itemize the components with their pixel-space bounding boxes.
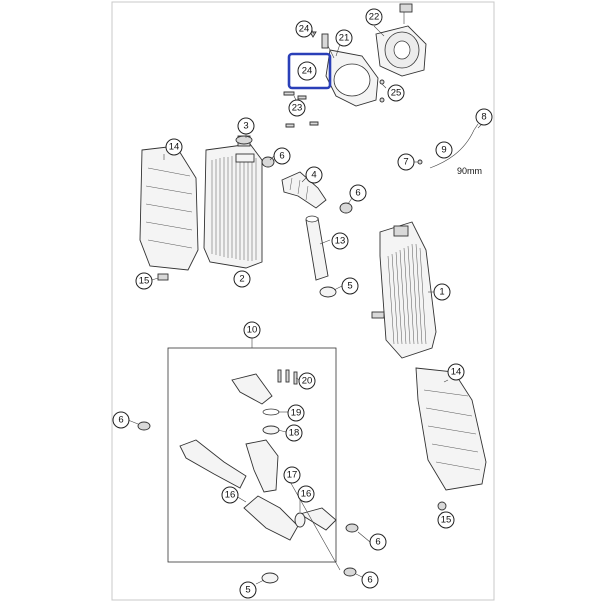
- callout-5-lower[interactable]: 5: [239, 581, 257, 599]
- hose-clamps: [261, 156, 353, 298]
- svg-text:7: 7: [403, 157, 408, 168]
- hose-length-label: 90mm: [457, 166, 482, 176]
- svg-text:6: 6: [355, 188, 360, 199]
- right-radiator: [371, 221, 437, 359]
- svg-text:18: 18: [289, 428, 300, 439]
- callout-6-mid[interactable]: 6: [349, 184, 367, 202]
- guard-screw: [437, 501, 447, 511]
- callout-19[interactable]: 19: [287, 404, 305, 422]
- svg-text:15: 15: [139, 276, 150, 287]
- callout-16-left[interactable]: 16: [221, 486, 239, 504]
- callout-7[interactable]: 7: [397, 153, 415, 171]
- callout-6-kit-left[interactable]: 6: [112, 411, 130, 429]
- diagram-frame: [111, 1, 495, 601]
- svg-text:16: 16: [301, 489, 312, 500]
- svg-text:16: 16: [225, 490, 236, 501]
- callout-24-top[interactable]: 24: [295, 20, 313, 38]
- svg-text:20: 20: [302, 376, 313, 387]
- svg-text:17: 17: [287, 470, 298, 481]
- svg-text:9: 9: [441, 145, 446, 156]
- callout-15-right[interactable]: 15: [437, 511, 455, 529]
- callout-25[interactable]: 25: [387, 84, 405, 102]
- svg-text:15: 15: [441, 515, 452, 526]
- callout-2[interactable]: 2: [233, 270, 251, 288]
- svg-text:25: 25: [391, 88, 402, 99]
- callout-16-right[interactable]: 16: [297, 485, 315, 503]
- kit-clamps: [137, 421, 359, 584]
- callout-14-right[interactable]: 14: [447, 363, 465, 381]
- callout-10[interactable]: 10: [243, 321, 261, 339]
- callout-18[interactable]: 18: [285, 424, 303, 442]
- left-radiator: [203, 135, 263, 269]
- callout-13[interactable]: 13: [331, 232, 349, 250]
- left-radiator-guard: [139, 145, 199, 271]
- fan-shroud: [321, 33, 379, 107]
- callout-24-highlighted[interactable]: 24: [297, 61, 317, 81]
- svg-text:13: 13: [335, 236, 346, 247]
- callout-21[interactable]: 21: [335, 29, 353, 47]
- callout-8[interactable]: 8: [475, 108, 493, 126]
- highlighted-callout-box: [287, 52, 332, 90]
- callout-9[interactable]: 9: [435, 141, 453, 159]
- callout-1[interactable]: 1: [433, 283, 451, 301]
- callout-5-upper[interactable]: 5: [341, 277, 359, 295]
- svg-text:4: 4: [311, 170, 316, 181]
- svg-text:8: 8: [481, 112, 486, 123]
- svg-text:5: 5: [245, 585, 250, 596]
- svg-text:5: 5: [347, 281, 352, 292]
- svg-text:21: 21: [339, 33, 350, 44]
- svg-text:3: 3: [243, 121, 248, 132]
- callout-17[interactable]: 17: [283, 466, 301, 484]
- guard-screw-left: [157, 273, 169, 281]
- svg-text:14: 14: [451, 367, 462, 378]
- svg-text:22: 22: [369, 12, 380, 23]
- svg-text:10: 10: [247, 325, 258, 336]
- callout-15-left[interactable]: 15: [135, 272, 153, 290]
- svg-text:2: 2: [239, 274, 244, 285]
- callout-14-left[interactable]: 14: [165, 138, 183, 156]
- callout-6-bottom[interactable]: 6: [361, 571, 379, 589]
- svg-text:6: 6: [279, 151, 284, 162]
- svg-text:19: 19: [291, 408, 302, 419]
- callout-23[interactable]: 23: [288, 99, 306, 117]
- svg-text:24: 24: [299, 24, 310, 35]
- svg-text:6: 6: [367, 575, 372, 586]
- connecting-hose: [305, 215, 329, 281]
- callout-3[interactable]: 3: [237, 117, 255, 135]
- leader-lines: [127, 25, 483, 585]
- upper-hose: [281, 171, 327, 209]
- svg-text:6: 6: [375, 537, 380, 548]
- svg-text:6: 6: [118, 415, 123, 426]
- cooling-fan: [375, 3, 427, 77]
- breather-hose: [417, 123, 479, 169]
- callout-6-kit-right[interactable]: 6: [369, 533, 387, 551]
- svg-text:1: 1: [439, 287, 444, 298]
- radiator-cap: [235, 135, 253, 145]
- svg-text:23: 23: [292, 103, 303, 114]
- callout-4[interactable]: 4: [305, 166, 323, 184]
- callout-22[interactable]: 22: [365, 8, 383, 26]
- kit-hoses: [179, 369, 337, 541]
- svg-text:14: 14: [169, 142, 180, 153]
- callout-6-upper[interactable]: 6: [273, 147, 291, 165]
- svg-text:24: 24: [302, 66, 313, 77]
- callout-20[interactable]: 20: [298, 372, 316, 390]
- right-radiator-guard: [415, 367, 487, 491]
